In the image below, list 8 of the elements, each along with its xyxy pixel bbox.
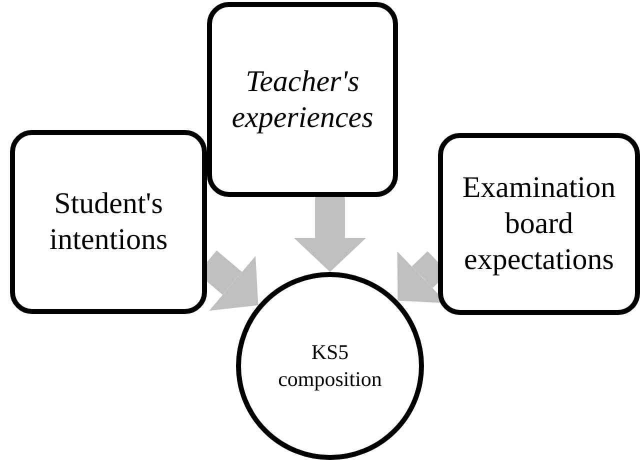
- node-label: KS5 composition: [277, 339, 383, 393]
- node-label: Student's intentions: [48, 186, 169, 258]
- node-label: Teacher's experiences: [230, 64, 374, 136]
- rounded-box: [438, 133, 640, 315]
- block-arrow: [294, 197, 366, 272]
- node-label: Examination board expectations: [461, 170, 617, 278]
- rounded-box: [10, 130, 207, 314]
- rounded-box: [207, 2, 398, 197]
